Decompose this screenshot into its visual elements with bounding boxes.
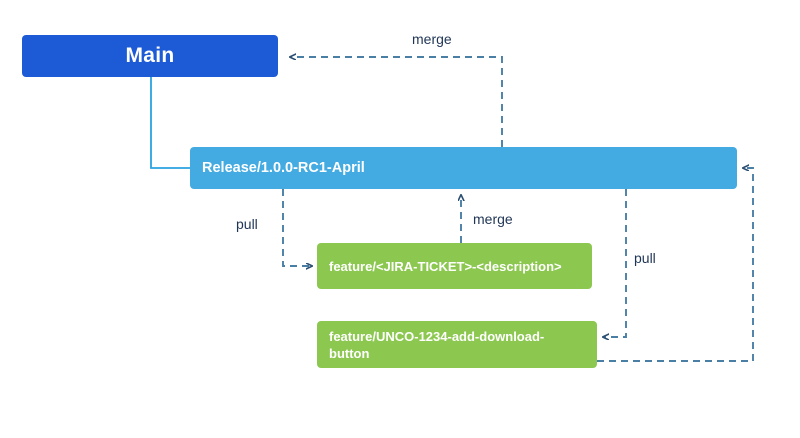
- node-feature-unco-branch[interactable]: feature/UNCO-1234-add-download- button: [317, 321, 597, 368]
- edge-release-to-feature-template-pull: [282, 189, 312, 266]
- edge-release-to-main-merge: [290, 57, 503, 147]
- edge-label-merge-feature-template-to-release: merge: [473, 211, 513, 227]
- node-feature-unco-branch-label-line1: feature/UNCO-1234-add-download-: [329, 328, 545, 344]
- edge-label-pull-release-to-feature-unco: pull: [634, 250, 656, 266]
- node-main-branch[interactable]: Main: [22, 35, 278, 77]
- edge-feature-unco-to-release: [597, 168, 754, 362]
- edge-label-merge-release-to-main: merge: [412, 31, 452, 47]
- edge-main-to-release: [150, 77, 190, 169]
- node-feature-unco-branch-label: feature/UNCO-1234-add-download- button: [329, 328, 544, 362]
- edge-release-to-feature-unco-pull: [603, 189, 627, 337]
- node-feature-template-branch-label: feature/<JIRA-TICKET>-<description>: [329, 258, 562, 274]
- node-feature-unco-branch-label-line2: button: [329, 345, 370, 361]
- node-feature-template-branch[interactable]: feature/<JIRA-TICKET>-<description>: [317, 243, 592, 289]
- edge-label-pull-release-to-feature-template: pull: [236, 216, 258, 232]
- node-release-branch-label: Release/1.0.0-RC1-April: [202, 160, 365, 176]
- node-release-branch[interactable]: Release/1.0.0-RC1-April: [190, 147, 737, 189]
- node-main-branch-label: Main: [125, 44, 175, 67]
